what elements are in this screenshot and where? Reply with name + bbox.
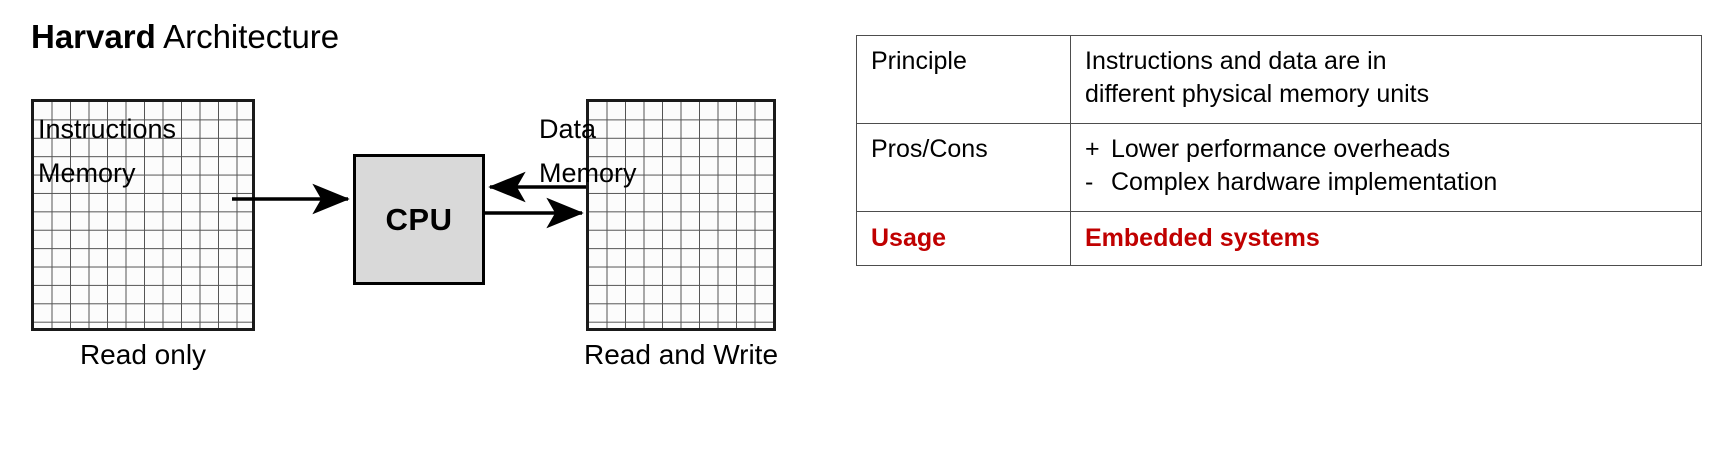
table-row-pros-cons: Pros/Cons + Lower performance overheads -… <box>856 123 1702 212</box>
table-row-value: + Lower performance overheads -Complex ha… <box>1070 123 1702 212</box>
table-row-label: Principle <box>856 35 1071 124</box>
table-value-line: different physical memory units <box>1085 78 1687 111</box>
table-row-value: Embedded systems <box>1070 211 1702 266</box>
table-value-line: -Complex hardware implementation <box>1085 166 1687 199</box>
table-value-text: Embedded systems <box>1085 224 1320 252</box>
instructions-memory-caption: Read only <box>79 339 207 370</box>
table-value-text: different physical memory units <box>1085 80 1430 108</box>
table-row-principle: Principle Instructions and data are in d… <box>856 35 1702 124</box>
data-memory-block <box>586 99 776 331</box>
table-row-usage: Usage Embedded systems <box>856 211 1702 266</box>
comparison-table-body: Principle Instructions and data are in d… <box>856 35 1702 266</box>
table-value-text: Lower performance overheads <box>1111 135 1451 163</box>
table-row-label: Usage <box>856 211 1071 266</box>
page-title-rest: Architecture <box>155 18 340 55</box>
table-row-label: Pros/Cons <box>856 123 1071 212</box>
table-value-line: + Lower performance overheads <box>1085 133 1687 166</box>
table-value-sign-plus: + <box>1085 135 1100 163</box>
cpu-label: CPU <box>385 201 453 237</box>
cpu-box: CPU <box>353 154 485 285</box>
table-value-text: Instructions and data are in <box>1085 47 1387 75</box>
page-title: Harvard Architecture <box>31 17 339 57</box>
table-value-sign-minus: - <box>1085 168 1094 196</box>
data-memory-caption: Read and Write <box>583 339 779 370</box>
table-value-line: Instructions and data are in <box>1085 45 1687 78</box>
comparison-table: Principle Instructions and data are in d… <box>856 35 1702 266</box>
table-row-value: Instructions and data are in different p… <box>1070 35 1702 124</box>
table-value-text: Complex hardware implementation <box>1111 168 1498 196</box>
table-value-line: Embedded systems <box>1085 222 1687 255</box>
instructions-memory-block <box>31 99 255 331</box>
page-title-bold: Harvard <box>31 18 156 55</box>
